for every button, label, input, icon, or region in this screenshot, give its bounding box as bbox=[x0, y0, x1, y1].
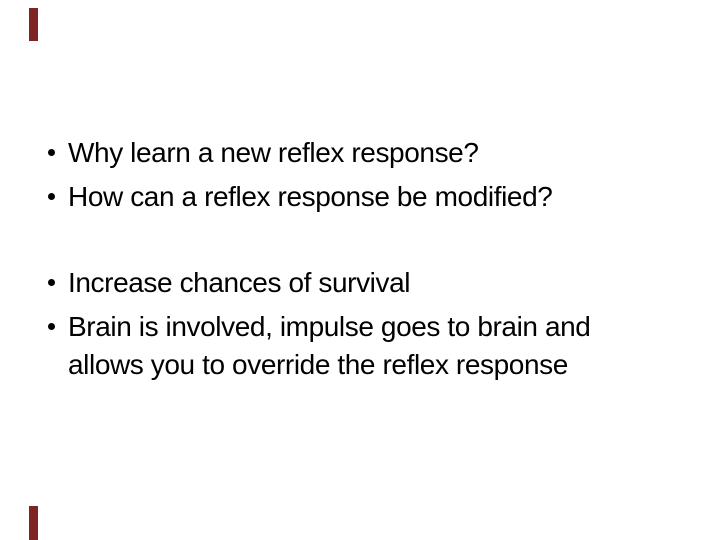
top-left-accent-bar bbox=[29, 8, 38, 41]
bullet-list-questions: Why learn a new reflex response? How can… bbox=[46, 134, 666, 216]
bullet-item-answer-2: Brain is involved, impulse goes to brain… bbox=[46, 308, 666, 384]
bullet-item-answer-1: Increase chances of survival bbox=[46, 264, 666, 302]
bullet-item-question-2: How can a reflex response be modified? bbox=[46, 178, 666, 216]
slide-body: Why learn a new reflex response? How can… bbox=[46, 134, 666, 390]
bullet-item-question-1: Why learn a new reflex response? bbox=[46, 134, 666, 172]
bullet-list-answers: Increase chances of survival Brain is in… bbox=[46, 264, 666, 384]
bottom-left-accent-bar bbox=[29, 506, 38, 540]
